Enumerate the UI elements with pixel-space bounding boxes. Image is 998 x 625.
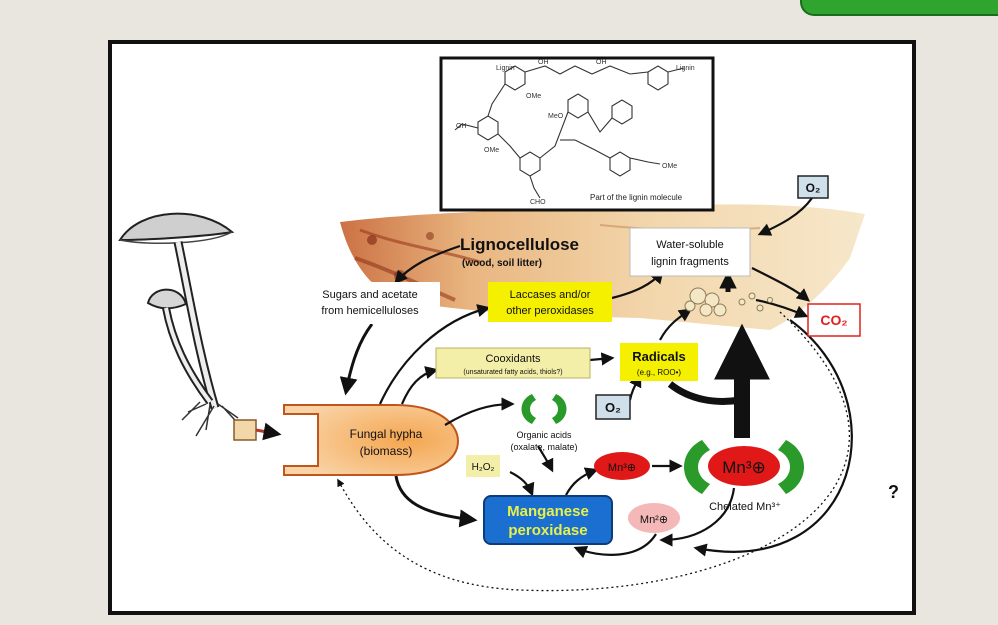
lignin-label: Lignin (496, 65, 515, 72)
lignin-label: OH (456, 123, 467, 130)
mnp-label: Manganese (507, 503, 589, 520)
arrow-mnp-to-mn3-small (566, 470, 596, 495)
arrow-hypha-to-cooxidants (402, 370, 436, 404)
arrow-h2o2-to-mnp (510, 472, 532, 494)
water-soluble-box (630, 228, 750, 276)
arrow-sugars-to-hypha (346, 324, 372, 392)
water-soluble-label: Water-soluble (656, 239, 723, 251)
radicals-label: Radicals (632, 349, 685, 364)
organic-acids-sublabel: (oxalate, malate) (510, 442, 577, 452)
organic-acids-label: Organic acids (516, 430, 572, 440)
lignin-label: Lignin (676, 65, 695, 72)
mushroom-illustration (120, 214, 244, 436)
mnp-sublabel: peroxidase (508, 522, 587, 539)
arrow-radicals-curve-to-lignin (670, 384, 740, 401)
chelated-mn-label: Chelated Mn³⁺ (709, 501, 781, 513)
co2-label: CO₂ (820, 312, 847, 328)
arrow-hypha-to-organic-acids (445, 404, 512, 425)
o2-top-label: O₂ (806, 181, 821, 195)
h2o2-label: H₂O₂ (472, 462, 495, 473)
question-mark: ? (888, 482, 899, 502)
fungal-hypha-label: Fungal hypha (350, 427, 423, 441)
arrow-cooxidants-to-radicals (590, 358, 612, 360)
radicals-sublabel: (e.g., ROO•) (637, 368, 681, 377)
arrow-hypha-to-mnp (396, 476, 474, 520)
lignocellulose-title: Lignocellulose (460, 235, 579, 254)
wood-speck (394, 270, 406, 282)
lignin-label: MeO (548, 113, 564, 120)
arrow-co2-loop-to-mnp (696, 320, 852, 552)
lignocellulose-subtitle: (wood, soil litter) (462, 258, 542, 269)
lignin-label: OMe (662, 163, 677, 170)
lignin-label: CHO (530, 199, 546, 206)
sugars-label: Sugars and acetate (322, 289, 417, 301)
sugars-sublabel: from hemicelluloses (321, 305, 419, 317)
chelated-left-bracket-icon (684, 440, 710, 494)
laccases-sublabel: other peroxidases (506, 305, 594, 317)
lignin-inset-caption: Part of the lignin molecule (590, 193, 683, 202)
lignin-inset-box (441, 58, 713, 210)
zoom-arrow (256, 430, 278, 434)
chelator-right-bracket-icon (552, 394, 567, 424)
wood-speck (426, 232, 434, 240)
hypha-zoom-box (234, 420, 256, 440)
lignin-label: OMe (526, 93, 541, 100)
lignin-label: OH (596, 59, 607, 66)
cooxidants-label: Cooxidants (485, 353, 541, 365)
mn2-label: Mn²⊕ (640, 514, 668, 526)
cooxidants-sublabel: (unsaturated fatty acids, thiols?) (463, 369, 562, 376)
chelator-left-bracket-icon (522, 394, 537, 424)
water-soluble-sublabel: lignin fragments (651, 256, 729, 268)
fungal-hypha-sublabel: (biomass) (360, 444, 413, 458)
lignin-label: OMe (484, 147, 499, 154)
chelated-right-bracket-icon (778, 440, 804, 494)
wood-speck (367, 235, 377, 245)
o2-mid-label: O₂ (605, 400, 621, 415)
lignin-label: OH (538, 59, 549, 66)
mn3-big-label: Mn³⊕ (722, 458, 766, 477)
mn3-small-label: Mn³⊕ (608, 462, 636, 474)
laccases-label: Laccases and/or (510, 289, 591, 301)
